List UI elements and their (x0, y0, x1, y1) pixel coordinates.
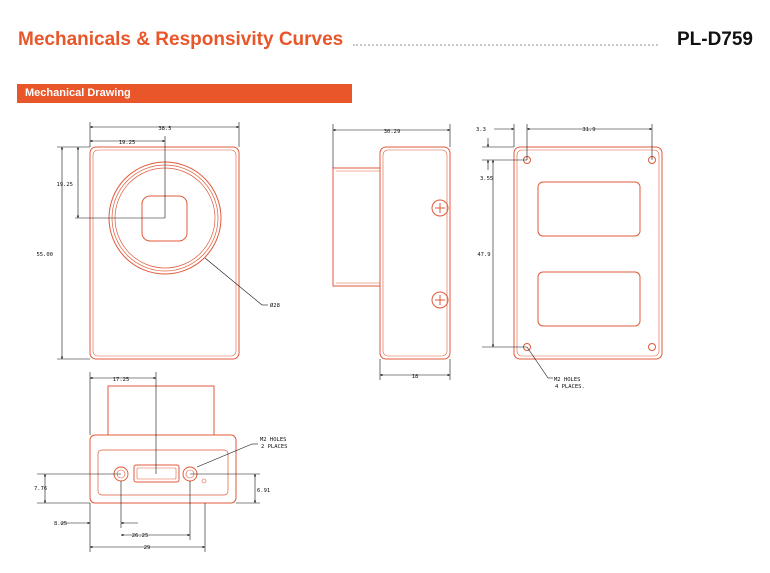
lens-diameter-label: Ø28 (270, 302, 280, 309)
side-view: 30.29 18 (332, 124, 451, 380)
back-hole-note-1: M2 HOLES (554, 377, 581, 383)
bottom-body (89, 434, 237, 504)
front-height-dim: 55.00 (36, 252, 53, 258)
back-hole-bottom-right (648, 343, 656, 351)
side-depth-dim: 30.29 (384, 129, 401, 135)
bottom-right-height-dim: 6.91 (257, 488, 270, 494)
back-hole-offset-x: 3.3 (476, 127, 486, 133)
front-center-height-dim: 19.25 (56, 182, 73, 188)
back-hole-span-y: 47.9 (477, 252, 490, 258)
bottom-view: 17.25 M2 HOLES 2 PLACES 7.76 6.91 8.25 2… (34, 372, 288, 552)
bottom-hole-span-dim: 26.25 (132, 533, 149, 539)
bottom-left-height-dim: 7.76 (34, 486, 47, 492)
lens-barrel-bottom (107, 385, 215, 436)
model-number: PL-D759 (676, 29, 753, 50)
section-banner: Mechanical Drawing (17, 84, 352, 103)
lens-barrel-side (332, 167, 381, 287)
bottom-hole-note-2: 2 PLACES (261, 444, 288, 450)
side-body (379, 146, 451, 360)
back-body (513, 146, 663, 360)
section-title: Mechanical Drawing (25, 87, 131, 99)
page-header: Mechanicals & Responsivity Curves PL-D75… (18, 27, 753, 55)
side-screw-top (431, 199, 449, 217)
bottom-overall-width-dim: 29 (144, 545, 151, 551)
back-hole-span-x: 31.9 (582, 127, 595, 133)
usb-connector (133, 464, 180, 483)
front-body (89, 146, 240, 360)
back-label-top (537, 181, 641, 237)
bottom-left-offset-dim: 8.25 (54, 521, 67, 527)
bottom-hole-note-1: M2 HOLES (260, 437, 287, 443)
sensor-window (141, 195, 188, 242)
back-hole-note-2: 4 PLACES. (555, 384, 585, 390)
status-led (201, 478, 207, 484)
side-screw-bottom (431, 291, 449, 309)
page-title: Mechanicals & Responsivity Curves (18, 29, 344, 50)
side-body-depth-dim: 18 (412, 374, 419, 380)
front-half-width-dim: 19.25 (119, 140, 136, 146)
bottom-top-dim: 17.25 (113, 377, 130, 383)
front-view: 38.5 19.25 55.00 19.25 Ø28 (36, 122, 280, 360)
front-width-dim: 38.5 (158, 126, 171, 132)
header-dot-leader (353, 44, 658, 46)
back-label-bottom (537, 271, 641, 327)
back-hole-offset-y: 3.55 (480, 176, 493, 182)
back-view: 3.3 31.9 3.55 47.9 M2 HOLES 4 PLACES. (476, 124, 663, 390)
